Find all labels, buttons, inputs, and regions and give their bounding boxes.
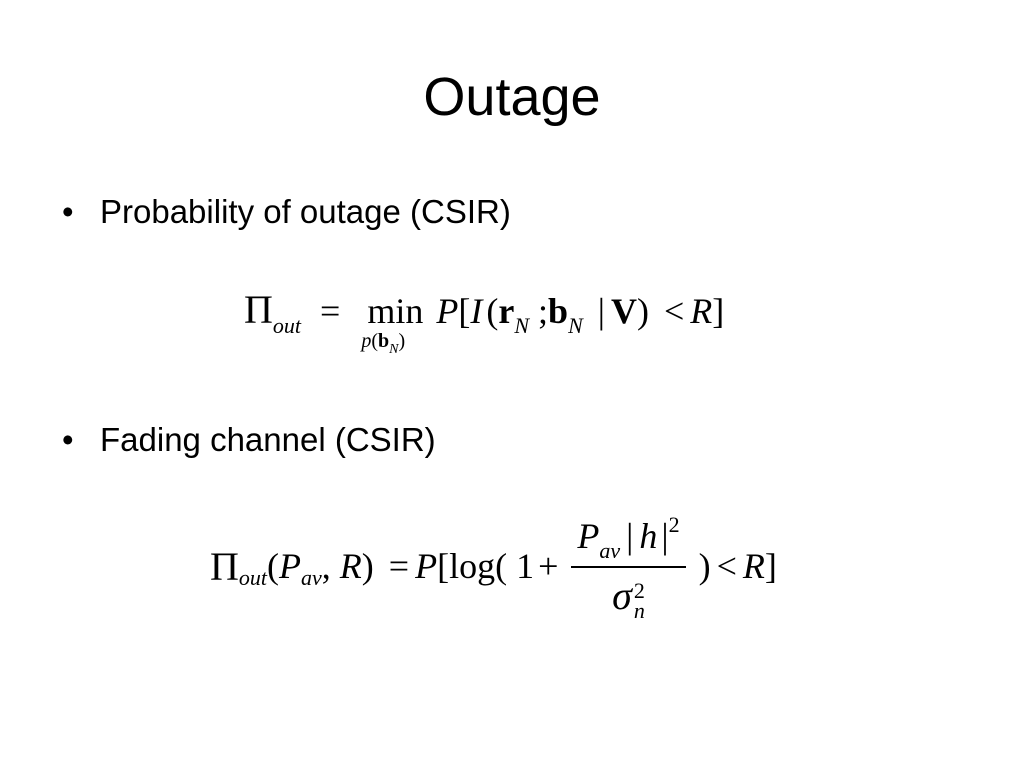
eq1-P: P bbox=[436, 291, 459, 331]
bullet-item-1: • Probability of outage (CSIR) bbox=[62, 192, 511, 232]
eq1-min: min bbox=[367, 291, 424, 331]
eq2-lparen: ( bbox=[267, 546, 280, 587]
eq1-I: I bbox=[470, 291, 483, 331]
bullet-marker: • bbox=[62, 193, 74, 230]
eq1-equals: = bbox=[320, 291, 341, 331]
eq2-P: P bbox=[415, 546, 438, 587]
eq2-num-P: P bbox=[577, 516, 600, 556]
eq2-pi: Π bbox=[210, 543, 239, 589]
eq1-lbracket: [ bbox=[458, 291, 471, 331]
eq2-numerator: Pav|h|2 bbox=[571, 512, 685, 566]
bullet-item-2: • Fading channel (CSIR) bbox=[62, 420, 436, 460]
eq2-lbracket: [ bbox=[437, 546, 450, 587]
eq1-pi-sub: out bbox=[272, 313, 302, 338]
eq1-b-sub: N bbox=[568, 313, 583, 338]
eq1-rbracket: ] bbox=[712, 291, 725, 331]
bullet-text: Probability of outage (CSIR) bbox=[100, 193, 511, 230]
eq1-lt: < bbox=[663, 291, 685, 331]
eq2-comma: , bbox=[321, 546, 331, 587]
eq1-min-N: N bbox=[389, 342, 399, 357]
eq1-min-close: ) bbox=[398, 330, 406, 352]
eq2-Pav-sub: av bbox=[301, 564, 322, 590]
bullet-text: Fading channel (CSIR) bbox=[100, 421, 436, 458]
eq1-lparen: ( bbox=[486, 291, 499, 331]
eq1-bar: | bbox=[597, 291, 605, 331]
eq1-min-operator: min p(bN) bbox=[361, 290, 424, 357]
eq1-min-open: ( bbox=[371, 330, 378, 352]
eq1-V: V bbox=[610, 291, 637, 331]
equation-outage-probability: Πout = min p(bN) P[I(rN ;bN |V) <R] bbox=[244, 286, 724, 366]
eq2-num-P-sub: av bbox=[599, 538, 621, 563]
eq1-rparen: ) bbox=[636, 291, 649, 331]
eq2-equals: = bbox=[388, 546, 410, 587]
eq2-den-sigma: σ bbox=[612, 573, 632, 618]
eq2-rbracket: ] bbox=[764, 546, 777, 587]
eq2-one: 1 bbox=[516, 546, 535, 587]
eq2-num-bar2: | bbox=[661, 516, 669, 556]
eq2-Pav: P bbox=[279, 546, 302, 587]
eq2-rparen: ) bbox=[361, 546, 374, 587]
eq2-R: R bbox=[339, 546, 362, 587]
eq1-r: r bbox=[498, 291, 515, 331]
eq1-pi: Π bbox=[244, 287, 273, 332]
eq1-r-sub: N bbox=[514, 313, 530, 338]
eq2-close-paren: ) bbox=[698, 546, 711, 587]
eq1-R: R bbox=[690, 291, 713, 331]
eq2-num-h: h bbox=[639, 516, 658, 556]
eq2-lt: < bbox=[716, 546, 737, 587]
eq1-min-b: b bbox=[378, 330, 390, 352]
eq2-plus: + bbox=[538, 546, 559, 587]
bullet-marker: • bbox=[62, 421, 74, 458]
eq2-log: log( bbox=[449, 546, 508, 587]
eq2-den-sub: n bbox=[633, 597, 645, 623]
eq2-num-bar1: | bbox=[626, 516, 634, 556]
slide-title: Outage bbox=[423, 67, 601, 127]
eq2-pi-sub: out bbox=[238, 564, 268, 590]
eq2-den-sup: 2 bbox=[633, 577, 645, 603]
eq1-b: b bbox=[548, 291, 569, 331]
eq1-semicolon: ; bbox=[538, 291, 549, 331]
eq2-R2: R bbox=[742, 546, 765, 587]
eq1-min-p: p bbox=[361, 330, 372, 352]
eq2-num-sup: 2 bbox=[668, 512, 680, 537]
eq2-fraction-bar bbox=[571, 566, 686, 568]
eq1-min-subscript: p(bN) bbox=[361, 330, 405, 358]
